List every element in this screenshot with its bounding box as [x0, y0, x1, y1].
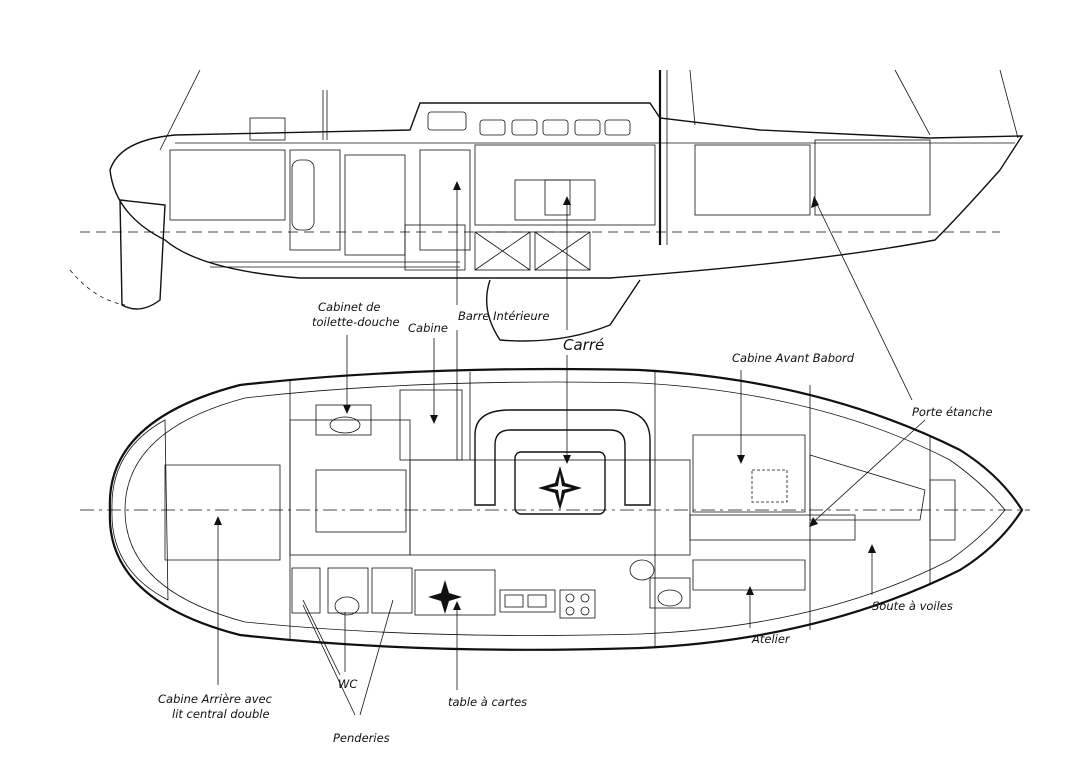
label-penderies: Penderies	[333, 731, 390, 745]
labels: Cabinet de toilette-douche Cabine Barre …	[158, 300, 993, 745]
label-carre: Carré	[563, 336, 604, 354]
leader-lines	[214, 181, 926, 716]
label-soute-a-voiles: Soute à voiles	[872, 599, 953, 613]
label-table-a-cartes: table à cartes	[448, 695, 527, 709]
rudder	[119, 199, 166, 310]
label-porte-etanche: Porte étanche	[912, 405, 993, 419]
label-cabine-avant-babord: Cabine Avant Babord	[732, 351, 855, 365]
hull-plan	[108, 367, 1024, 651]
compass-rose-icon	[538, 466, 582, 510]
label-cabine-arriere-1: Cabine Arrière avec	[158, 692, 273, 706]
coachroof-windows	[427, 111, 631, 136]
label-cabine-arriere-2: lit central double	[172, 707, 270, 721]
saloon-seating	[474, 409, 651, 506]
label-cabine: Cabine	[408, 321, 448, 335]
compass-rose-chart-table-icon	[428, 580, 462, 614]
keel	[485, 279, 641, 342]
label-barre-interieure: Barre Intérieure	[458, 309, 549, 323]
plan-view	[80, 367, 1030, 651]
side-profile-view	[69, 69, 1024, 342]
label-cabinet-toilette-1: Cabinet de	[318, 300, 380, 314]
label-wc: WC	[338, 677, 357, 691]
hull-profile	[109, 102, 1024, 279]
label-cabinet-toilette-2: toilette-douche	[312, 315, 400, 329]
label-atelier: Atelier	[751, 632, 791, 646]
